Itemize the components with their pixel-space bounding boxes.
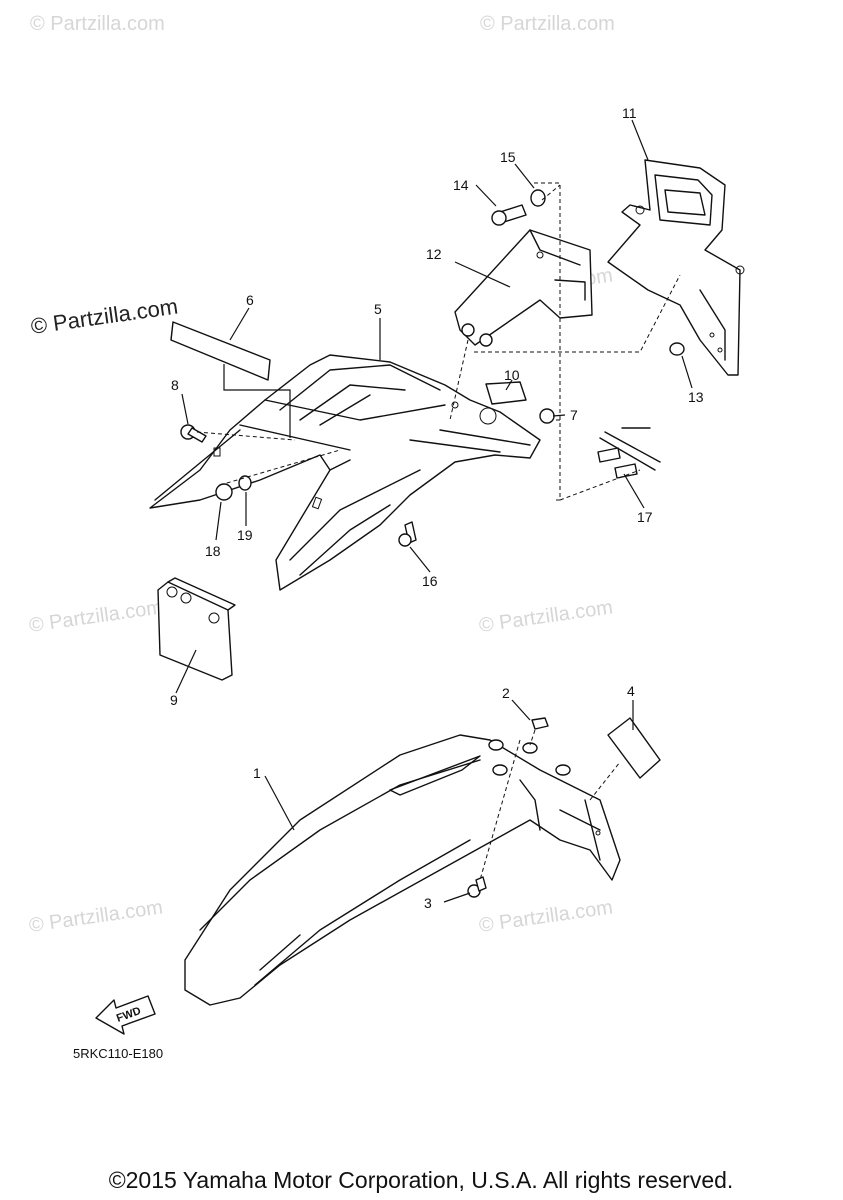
diagram-code: 5RKC110-E180 xyxy=(73,1046,163,1061)
part-11-holder xyxy=(607,159,745,376)
part-13-grommet xyxy=(669,342,685,356)
callout-8: 8 xyxy=(171,377,179,393)
callout-19: 19 xyxy=(237,527,253,543)
part-6-strip xyxy=(170,321,271,381)
part-10-label xyxy=(485,381,527,405)
callout-10: 10 xyxy=(504,367,520,383)
callout-12: 12 xyxy=(426,246,442,262)
callout-11: 11 xyxy=(622,105,637,121)
callout-18: 18 xyxy=(205,543,221,559)
part-5-rear-fender xyxy=(149,354,541,591)
callout-6: 6 xyxy=(246,292,254,308)
callout-15: 15 xyxy=(500,149,516,165)
watermark-right-2: © Partzilla.com xyxy=(478,596,615,637)
part-12-bracket xyxy=(454,229,593,347)
callout-3: 3 xyxy=(424,895,432,911)
part-4-decal xyxy=(607,717,661,779)
assembly-lines xyxy=(196,182,681,881)
part-8-bolt xyxy=(180,424,207,443)
callout-16: 16 xyxy=(422,573,438,589)
part-7-nut xyxy=(539,408,555,424)
copyright-notice: ©2015 Yamaha Motor Corporation, U.S.A. A… xyxy=(109,1167,734,1193)
part-14-bolt xyxy=(491,204,527,226)
callout-5: 5 xyxy=(374,301,382,317)
callout-4: 4 xyxy=(627,683,635,699)
callout-17: 17 xyxy=(637,509,653,525)
callout-2: 2 xyxy=(502,685,510,701)
watermark-top-left: © Partzilla.com xyxy=(30,13,165,35)
leader-lines xyxy=(175,119,693,903)
part-17-bolts xyxy=(597,427,661,479)
callout-7: 7 xyxy=(570,407,578,423)
part-19-washer xyxy=(238,475,252,491)
callout-9: 9 xyxy=(170,692,178,708)
watermark-top-right: © Partzilla.com xyxy=(480,13,615,35)
part-16-bolt xyxy=(398,521,417,547)
part-3-bolt xyxy=(467,876,487,898)
callout-13: 13 xyxy=(688,389,704,405)
watermark-right-3: © Partzilla.com xyxy=(478,896,615,937)
watermark-main: © Partzilla.com xyxy=(29,294,179,339)
watermark-left-3: © Partzilla.com xyxy=(28,896,165,937)
part-15-collar xyxy=(530,189,546,207)
part-18-nut xyxy=(215,483,233,501)
watermark-left-2: © Partzilla.com xyxy=(28,596,165,637)
callout-numbers: 1 2 3 4 5 6 7 8 9 10 11 12 13 14 15 16 1… xyxy=(170,105,704,911)
part-9-plate xyxy=(157,577,236,681)
forward-direction-arrow: FWD xyxy=(95,995,156,1035)
part-1-front-fender xyxy=(184,734,621,1006)
callout-14: 14 xyxy=(453,177,469,193)
part-2-nut xyxy=(531,717,549,730)
callout-1: 1 xyxy=(253,765,261,781)
